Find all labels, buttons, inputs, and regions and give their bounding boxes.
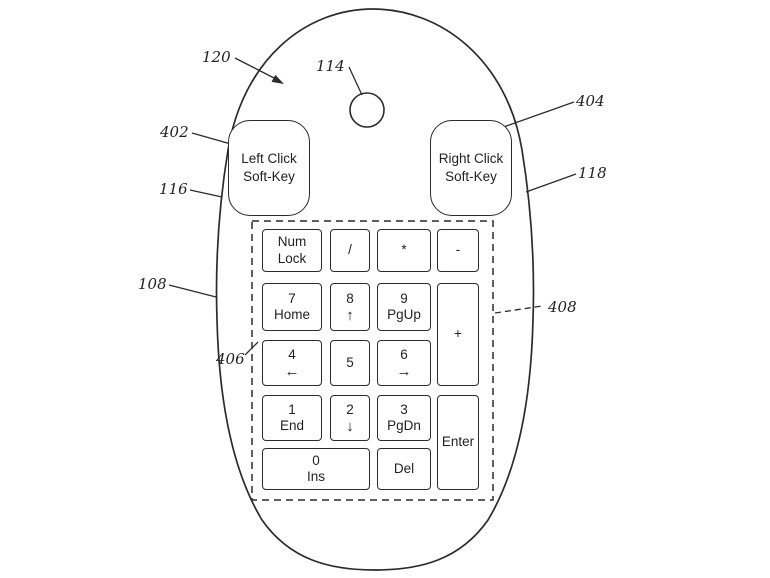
key-label: 8 bbox=[346, 291, 354, 307]
down-arrow-icon: ↓ bbox=[346, 417, 354, 435]
key-1-end: 1 End bbox=[262, 395, 322, 441]
key-slash: / bbox=[330, 229, 370, 272]
left-arrow-icon: ← bbox=[284, 362, 300, 380]
key-3-pgdn: 3 PgDn bbox=[377, 395, 431, 441]
soft-key-label: Left Click bbox=[241, 150, 297, 166]
right-arrow-icon: → bbox=[396, 362, 412, 380]
right-click-soft-key: Right Click Soft-Key bbox=[430, 120, 512, 216]
key-del: Del bbox=[377, 448, 431, 490]
left-click-soft-key: Left Click Soft-Key bbox=[228, 120, 310, 216]
key-4-left: 4 ← bbox=[262, 340, 322, 386]
leader-line-108 bbox=[168, 284, 217, 298]
mouse-body-outline bbox=[215, 8, 535, 571]
key-0-ins: 0 Ins bbox=[262, 448, 370, 490]
key-label: Num bbox=[277, 234, 307, 250]
leader-line-404 bbox=[497, 101, 575, 130]
leader-line-118 bbox=[525, 173, 577, 193]
key-label: 1 bbox=[288, 401, 296, 417]
key-asterisk: * bbox=[377, 229, 431, 272]
leader-line-408 bbox=[494, 305, 543, 314]
soft-key-label: Soft-Key bbox=[243, 169, 295, 184]
key-label: Home bbox=[273, 307, 310, 322]
key-label: PgDn bbox=[387, 418, 421, 433]
key-label: End bbox=[279, 418, 305, 433]
leader-line-114 bbox=[348, 66, 363, 96]
soft-key-label: Soft-Key bbox=[445, 169, 497, 184]
key-label: 6 bbox=[400, 347, 408, 363]
key-7-home: 7 Home bbox=[262, 283, 322, 331]
key-label: Del bbox=[393, 460, 415, 476]
ref-label-116: 116 bbox=[159, 180, 188, 198]
key-6-right: 6 → bbox=[377, 340, 431, 386]
leader-arrowhead-120 bbox=[271, 74, 284, 84]
soft-key-label: Right Click bbox=[438, 150, 504, 166]
key-label: 7 bbox=[288, 290, 296, 306]
keypad-dashed-outline bbox=[251, 220, 494, 501]
leader-line-116 bbox=[189, 189, 223, 198]
leader-line-120 bbox=[234, 57, 275, 79]
key-label: * bbox=[401, 242, 407, 258]
ref-label-404: 404 bbox=[576, 92, 605, 110]
key-label: + bbox=[454, 326, 462, 342]
key-label: Lock bbox=[277, 250, 307, 266]
key-label: 0 bbox=[312, 452, 320, 468]
ref-label-402: 402 bbox=[160, 123, 189, 141]
ref-label-406: 406 bbox=[216, 350, 245, 368]
key-label: PgUp bbox=[387, 307, 421, 322]
key-label: 4 bbox=[288, 347, 296, 363]
ref-label-120: 120 bbox=[202, 48, 231, 66]
key-8-up: 8 ↑ bbox=[330, 283, 370, 331]
key-label: 5 bbox=[346, 354, 354, 370]
ref-label-408: 408 bbox=[548, 298, 577, 316]
leader-line-406 bbox=[244, 341, 259, 356]
ref-label-108: 108 bbox=[138, 275, 167, 293]
key-label: 9 bbox=[400, 290, 408, 306]
ref-label-118: 118 bbox=[578, 164, 607, 182]
key-label: - bbox=[455, 242, 461, 258]
key-label: Enter bbox=[441, 434, 475, 450]
key-enter: Enter bbox=[437, 395, 479, 490]
up-arrow-icon: ↑ bbox=[346, 306, 354, 324]
key-label: Ins bbox=[306, 469, 325, 484]
key-5: 5 bbox=[330, 340, 370, 386]
key-num-lock: Num Lock bbox=[262, 229, 322, 272]
key-9-pgup: 9 PgUp bbox=[377, 283, 431, 331]
key-minus: - bbox=[437, 229, 479, 272]
key-label: 3 bbox=[400, 401, 408, 417]
ref-label-114: 114 bbox=[316, 57, 345, 75]
scroll-wheel-circle bbox=[349, 92, 385, 128]
key-2-down: 2 ↓ bbox=[330, 395, 370, 441]
key-label: 2 bbox=[346, 402, 354, 418]
key-label: / bbox=[348, 242, 352, 258]
key-plus: + bbox=[437, 283, 479, 386]
